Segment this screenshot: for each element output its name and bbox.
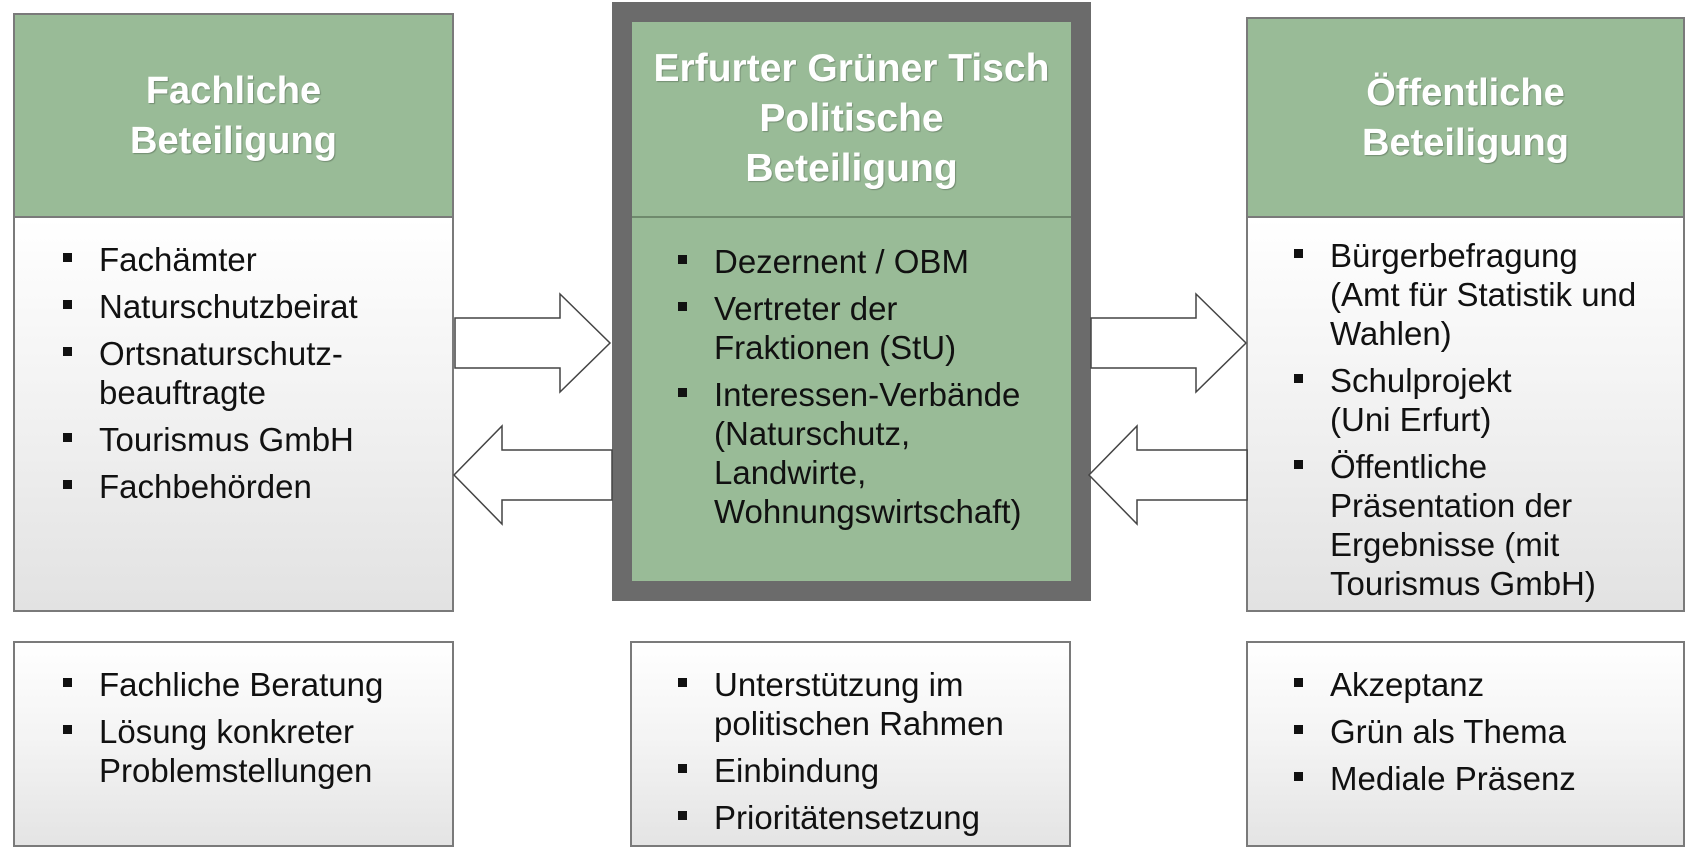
list-item: Naturschutzbeirat (63, 287, 443, 326)
arrow-left-center-to-left-icon (452, 424, 613, 526)
title-line: Beteiligung (130, 119, 337, 162)
title-line: Öffentliche (1366, 71, 1565, 114)
title-line: Erfurter Grüner Tisch (653, 47, 1050, 90)
list-item: Akzeptanz (1294, 665, 1674, 704)
politische-beteiligung-header: Erfurter Grüner Tisch Politische Beteili… (632, 22, 1071, 218)
list-item: Fachämter (63, 240, 443, 279)
list-item: Schulprojekt(Uni Erfurt) (1294, 361, 1674, 439)
title-line: Fachliche (145, 69, 322, 112)
list-item: Prioritätensetzung (678, 798, 1058, 837)
title-line: Beteiligung (1362, 121, 1569, 164)
list-item: Fachbehörden (63, 467, 443, 506)
arrow-left-right-to-center-icon (1087, 424, 1248, 526)
title-line: Politische (759, 97, 944, 140)
list-item: Grün als Thema (1294, 712, 1674, 751)
politische-beteiligung-box: Erfurter Grüner Tisch Politische Beteili… (612, 2, 1091, 601)
list-item: Einbindung (678, 751, 1058, 790)
politische-beteiligung-title: Erfurter Grüner Tisch Politische Beteili… (654, 44, 1050, 194)
arrow-right-left-to-center-icon (454, 292, 612, 394)
oeffentliche-beteiligung-header: Öffentliche Beteiligung (1248, 19, 1683, 218)
list-item: Mediale Präsenz (1294, 759, 1674, 798)
fachliche-beteiligung-title: Fachliche Beteiligung (130, 66, 337, 166)
list-item: Tourismus GmbH (63, 420, 443, 459)
title-line: Beteiligung (745, 147, 958, 190)
arrow-right-center-to-right-icon (1090, 292, 1248, 394)
list-item: Ortsnaturschutz-beauftragte (63, 334, 443, 412)
fachliche-beteiligung-header: Fachliche Beteiligung (15, 15, 452, 218)
list-item: Dezernent / OBM (678, 242, 1078, 281)
list-item: Interessen-Verbände(Naturschutz,Landwirt… (678, 375, 1078, 531)
list-item: Fachliche Beratung (63, 665, 443, 704)
oeffentliche-beteiligung-title: Öffentliche Beteiligung (1362, 68, 1569, 168)
oeffentliche-beteiligung-box: Öffentliche Beteiligung Bürgerbefragung(… (1246, 17, 1685, 612)
